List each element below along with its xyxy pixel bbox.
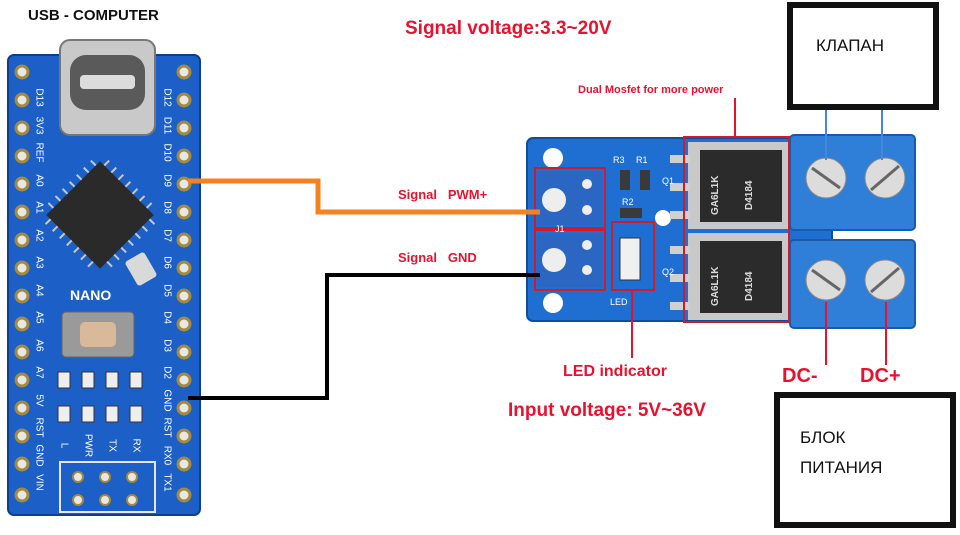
arduino-nano-board [7,39,201,516]
chip-part-q1: D4184 [744,180,755,210]
icsp-header [59,461,156,513]
usb-computer-label: USB - COMPUTER [28,7,159,24]
screw-terminal-top [789,134,916,231]
valve-box: КЛАПАН [787,2,939,110]
signal-gnd-label: Signal GND [398,250,477,265]
right-pin-label-d8: D8 [161,201,173,214]
led-indicator-label: LED indicator [563,363,668,380]
status-leds [57,371,143,423]
left-pin-label-a0: A0 [33,173,45,187]
gnd-highlight [534,229,606,291]
j1-label: J1 [555,224,565,234]
right-pin-label-d4: D4 [161,311,173,324]
left-pin-label-a5: A5 [33,311,45,324]
dc-minus-label: DC- [782,365,818,387]
led-label-pwr: PWR [82,433,94,458]
atmega-chip [44,159,156,269]
right-pin-holes [176,64,192,503]
gnd-wire [188,273,540,400]
power-label-line1: БЛОК [800,428,846,447]
right-pin-label-d9: D9 [161,173,173,187]
right-pin-label-d10: D10 [161,143,173,162]
pwm-highlight [534,167,606,229]
right-pin-label-rst: RST [161,417,173,438]
signal-voltage-label: Signal voltage:3.3~20V [405,18,612,39]
signal-pwm-label: Signal PWM+ [398,187,488,202]
left-pin-label-vin: VIN [33,474,45,491]
left-pin-label-a1: A1 [33,201,45,214]
board-name-label: NANO [70,287,111,303]
left-pin-label-a4: A4 [33,283,45,297]
screw-terminal-bottom [789,239,916,329]
right-pin-label-tx1: TX1 [161,473,173,492]
mosfet-q2 [670,233,788,320]
right-pin-label-d3: D3 [161,338,173,352]
right-pin-label-d12: D12 [161,88,173,107]
chip-code-q2: GA6L1K [710,266,721,306]
right-pin-label-d5: D5 [161,283,173,297]
left-pin-label-a3: A3 [33,256,45,269]
crystal [125,252,157,286]
left-pin-label-a7: A7 [33,366,45,379]
mosfet-module [526,134,916,329]
right-pin-label-d11: D11 [161,116,173,134]
led-indicator-component [619,237,641,281]
valve-label: КЛАПАН [816,36,885,55]
led-silkscreen-label: LED [610,297,628,307]
left-pin-label-d13: D13 [33,88,45,107]
left-pin-label-5v: 5V [33,393,45,407]
dual-mosfet-label: Dual Mosfet for more power [578,84,724,96]
signal-connector-pwm [537,172,602,225]
board-silkscreen: NANO [70,287,111,303]
right-pin-label-gnd: GND [161,388,173,412]
reset-button [61,311,135,358]
pwm-wire [188,178,540,215]
signal-connector-gnd [537,234,602,287]
led-label-rx: RX [130,438,142,453]
left-pin-label-3v3: 3V3 [33,116,45,134]
power-supply-box: БЛОК ПИТАНИЯ [774,392,956,528]
left-pin-holes [14,64,30,503]
right-pin-label-d7: D7 [161,228,173,242]
led-label-l: L [58,442,70,449]
dc-plus-label: DC+ [860,365,901,387]
q2-label: Q2 [662,267,674,277]
r2-label: R2 [622,197,634,207]
right-pin-label-d2: D2 [161,366,173,379]
mosfet-q1 [670,142,788,229]
mosfet-highlight [683,136,790,323]
left-pin-label-gnd: GND [33,443,45,467]
left-pin-label-a2: A2 [33,228,45,242]
left-pin-label-rst: RST [33,417,45,438]
left-pin-label-a6: A6 [33,338,45,352]
input-voltage-label: Input voltage: 5V~36V [508,400,706,421]
right-pin-label-d6: D6 [161,256,173,269]
r3-label: R3 [613,155,625,165]
q1-label: Q1 [662,176,674,186]
right-pin-label-rx0: RX0 [161,445,173,465]
power-label-line2: ПИТАНИЯ [800,458,883,477]
chip-part-q2: D4184 [744,271,755,301]
led-label-tx: TX [106,439,118,452]
left-pin-label-ref: REF [33,142,45,163]
chip-code-q1: GA6L1K [710,175,721,215]
r1-label: R1 [636,155,648,165]
